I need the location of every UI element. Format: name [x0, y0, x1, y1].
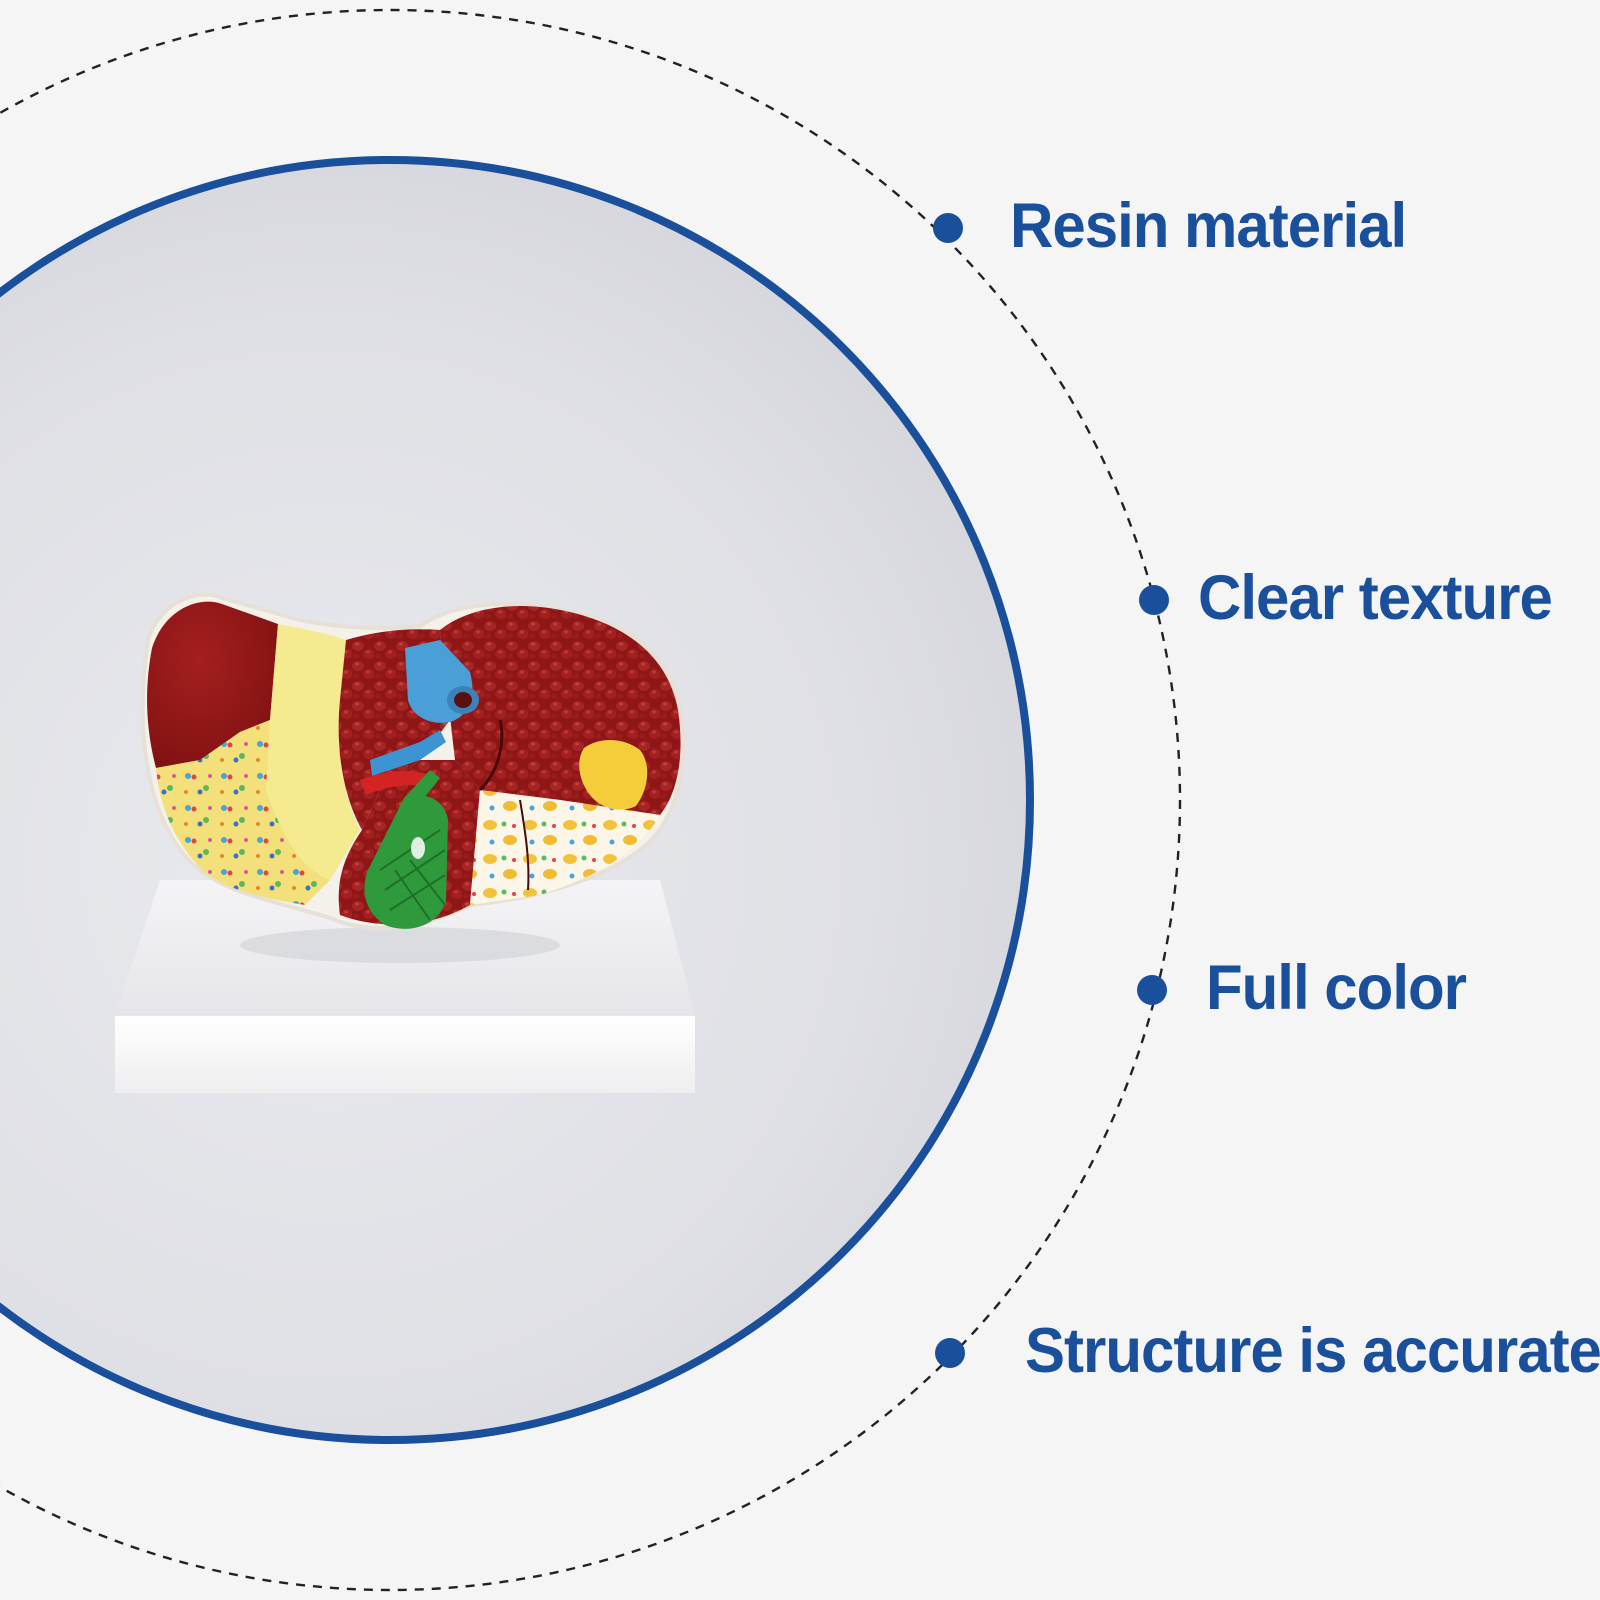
feature-label-1: Resin material	[1010, 190, 1407, 261]
feature-label-4: Structure is accurate	[1025, 1315, 1600, 1386]
dashed-ring	[0, 9, 1181, 1591]
feature-dot-2	[1139, 585, 1169, 615]
feature-dot-1	[933, 213, 963, 243]
product-photo	[0, 156, 1034, 1444]
liver-model	[140, 592, 685, 930]
photo-border-ring	[0, 156, 1034, 1444]
feature-label-2: Clear texture	[1198, 562, 1553, 633]
feature-dot-3	[1137, 975, 1167, 1005]
feature-label-3: Full color	[1206, 952, 1467, 1023]
display-stand	[115, 880, 695, 1093]
feature-dot-4	[935, 1338, 965, 1368]
